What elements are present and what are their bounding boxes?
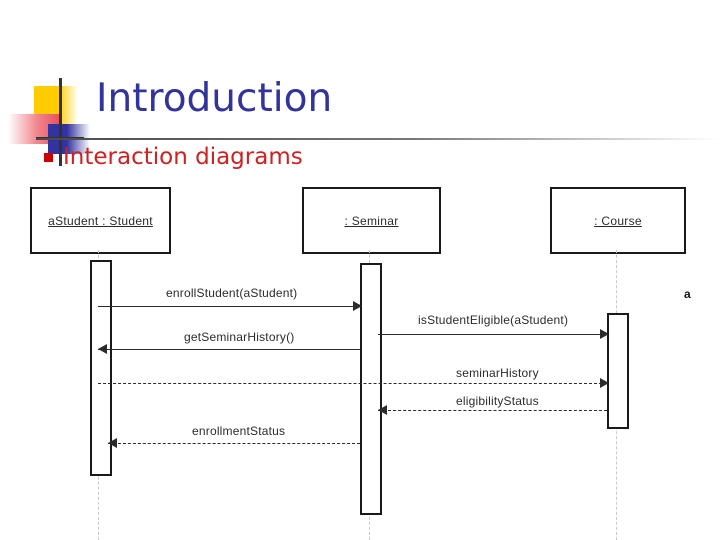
lifeline-box-course: : Course	[550, 187, 686, 254]
message-label-get-seminar-history: getSeminarHistory()	[184, 330, 295, 344]
decoration-vertical-rule	[59, 78, 62, 166]
message-label-enrollment-status: enrollmentStatus	[192, 424, 286, 438]
arrow-head-left-eligibility-status	[378, 405, 387, 415]
lifeline-label-course: : Course	[594, 213, 642, 228]
bullet-item: Interaction diagrams	[44, 144, 303, 170]
arrow-head-left-get-seminar-history	[98, 344, 107, 354]
arrow-head-right-seminar-history	[600, 378, 609, 388]
clipped-text-fragment: a	[684, 287, 691, 301]
activation-bar-course	[607, 313, 629, 429]
message-line-enrollment-status	[108, 443, 360, 444]
message-label-eligibility-status: eligibilityStatus	[456, 394, 539, 408]
arrow-head-left-enrollment-status	[108, 438, 117, 448]
lifeline-label-student: aStudent : Student	[48, 213, 153, 228]
arrow-head-right-is-student-eligible	[600, 329, 609, 339]
message-label-seminar-history: seminarHistory	[456, 366, 539, 380]
activation-bar-student	[90, 260, 112, 476]
lifeline-box-seminar: : Seminar	[302, 187, 441, 254]
message-line-enroll-student	[98, 306, 360, 307]
message-label-is-student-eligible: isStudentEligible(aStudent)	[418, 313, 569, 327]
title-underline-rule	[36, 138, 720, 140]
message-line-is-student-eligible	[378, 334, 607, 335]
bullet-square-icon	[44, 152, 53, 162]
message-label-enroll-student: enrollStudent(aStudent)	[166, 286, 298, 300]
lifeline-label-seminar: : Seminar	[344, 213, 399, 228]
arrow-head-right-enroll-student	[353, 301, 362, 311]
activation-bar-seminar	[360, 263, 382, 515]
page-title: Introduction	[96, 76, 333, 121]
message-line-eligibility-status	[378, 410, 607, 411]
lifeline-box-student: aStudent : Student	[30, 187, 171, 254]
message-line-get-seminar-history	[98, 349, 360, 350]
message-line-seminar-history	[98, 383, 607, 384]
bullet-item-label: Interaction diagrams	[63, 144, 303, 170]
